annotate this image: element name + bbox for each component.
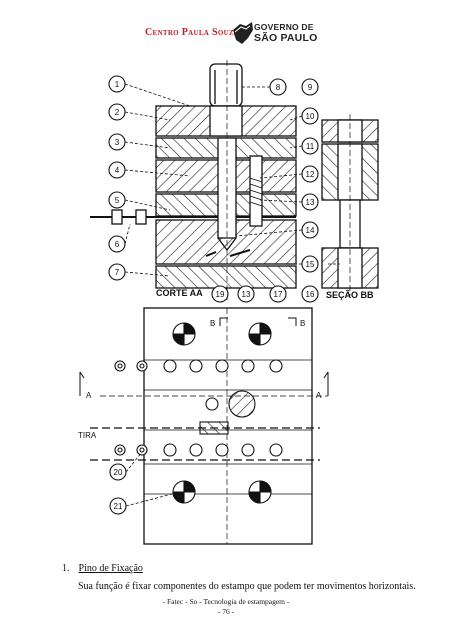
- body-paragraph: Sua função é fixar componentes do estamp…: [78, 581, 416, 592]
- footer-page-number: - 76 -: [217, 607, 235, 616]
- callout-leaders-lower: [125, 451, 173, 507]
- callout-leaders: [124, 83, 340, 277]
- section-bb-view: [321, 114, 379, 296]
- callout-21: 21: [114, 502, 123, 511]
- svg-text:5: 5: [115, 196, 120, 205]
- svg-text:16: 16: [306, 290, 315, 299]
- svg-text:4: 4: [115, 166, 120, 175]
- logo-gov-line2: SÃO PAULO: [254, 32, 318, 44]
- logo-centro-paula-souza: Centro Paula Souza: [145, 27, 240, 38]
- logo-gov-line1: GOVERNO DE: [254, 22, 314, 32]
- section-aa-view: [90, 60, 297, 300]
- svg-text:6: 6: [115, 240, 120, 249]
- svg-text:1: 1: [115, 80, 120, 89]
- item-title: Pino de Fixação: [78, 563, 143, 574]
- logo-governo-sao-paulo: GOVERNO DE SÃO PAULO: [232, 20, 322, 48]
- callout-20: 20: [114, 468, 123, 477]
- strip-label: TIRA: [78, 431, 97, 440]
- callout-numbers-upper: 1 2 3 4 5 6 7 8 9 10 11 12 13 14 15 16 1…: [115, 80, 315, 299]
- svg-text:15: 15: [306, 260, 315, 269]
- section-markers: [79, 317, 329, 396]
- svg-text:14: 14: [306, 226, 315, 235]
- marker-a-right: A: [316, 391, 322, 400]
- callouts-upper: [108, 75, 319, 303]
- item-number: 1.: [62, 563, 70, 574]
- svg-text:3: 3: [115, 138, 120, 147]
- section-heading: 1. Pino de Fixação: [62, 563, 143, 574]
- svg-text:8: 8: [276, 83, 281, 92]
- svg-text:10: 10: [306, 112, 315, 121]
- svg-text:11: 11: [306, 142, 315, 151]
- svg-text:2: 2: [115, 108, 120, 117]
- svg-text:13: 13: [242, 290, 251, 299]
- svg-text:9: 9: [308, 83, 313, 92]
- stamping-die-drawing: 1 2 3 4 5 6 7 8 9 10 11 12 13 14 15 16 1…: [78, 60, 379, 545]
- svg-text:17: 17: [274, 290, 283, 299]
- marker-b-left: B: [210, 319, 215, 328]
- marker-a-left: A: [86, 391, 92, 400]
- corte-aa-label: CORTE AA: [156, 288, 203, 298]
- svg-text:19: 19: [216, 290, 225, 299]
- svg-text:13: 13: [306, 198, 315, 207]
- sao-paulo-map-icon: [233, 22, 253, 44]
- secao-bb-label: SEÇÃO BB: [326, 290, 374, 300]
- svg-text:12: 12: [306, 170, 315, 179]
- marker-b-right: B: [300, 319, 305, 328]
- footer-course: - Fatec - So - Tecnologia de estampagem …: [162, 597, 290, 606]
- svg-text:7: 7: [115, 268, 120, 277]
- plan-symbols: [114, 322, 283, 504]
